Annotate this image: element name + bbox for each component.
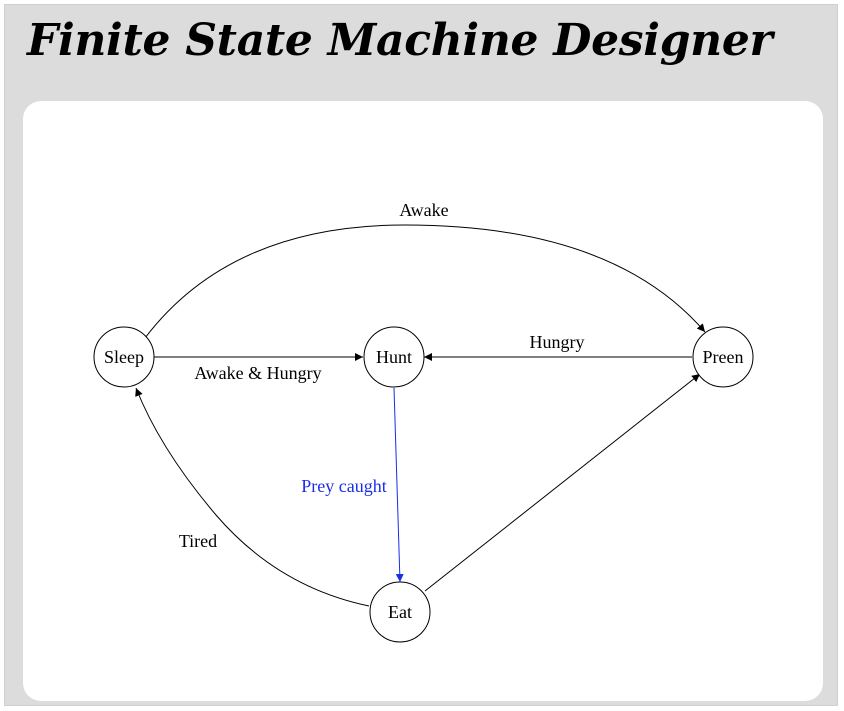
transition-arrow[interactable] [424, 373, 701, 592]
state-hunt[interactable]: Hunt [363, 326, 425, 388]
app-title: Finite State Machine Designer [27, 15, 773, 66]
transition-eat-sleep[interactable]: Tired [135, 387, 370, 607]
transition-sleep-preen[interactable]: Awake [144, 200, 706, 339]
state-label: Hunt [376, 347, 412, 367]
transition-arrow[interactable] [144, 224, 706, 339]
fsm-diagram[interactable]: Awake Awake & Hungry Hungry Prey caught … [23, 101, 823, 701]
transition-label[interactable]: Prey caught [301, 476, 386, 496]
transition-hunt-eat[interactable]: Prey caught [301, 387, 404, 583]
transition-label[interactable]: Tired [179, 531, 217, 551]
state-label: Eat [388, 602, 412, 622]
transition-sleep-hunt[interactable]: Awake & Hungry [154, 353, 363, 383]
state-node[interactable] [93, 326, 155, 388]
app-frame: Finite State Machine Designer Awake Awak… [4, 4, 838, 706]
transition-label[interactable]: Hungry [530, 332, 585, 352]
transition-arrow[interactable] [393, 387, 404, 583]
state-preen[interactable]: Preen [692, 326, 754, 388]
state-label: Preen [703, 347, 744, 367]
state-node[interactable] [363, 326, 425, 388]
state-node[interactable] [369, 581, 431, 643]
transition-label[interactable]: Awake [399, 200, 448, 220]
state-label: Sleep [104, 347, 144, 367]
state-sleep[interactable]: Sleep [93, 326, 155, 388]
transition-preen-hunt[interactable]: Hungry [424, 332, 692, 361]
transition-label[interactable]: Awake & Hungry [194, 363, 321, 383]
fsm-canvas[interactable]: Awake Awake & Hungry Hungry Prey caught … [23, 101, 823, 701]
transition-arrow[interactable] [135, 387, 370, 607]
state-eat[interactable]: Eat [369, 581, 431, 643]
transition-eat-preen[interactable] [424, 373, 701, 592]
state-node[interactable] [692, 326, 754, 388]
